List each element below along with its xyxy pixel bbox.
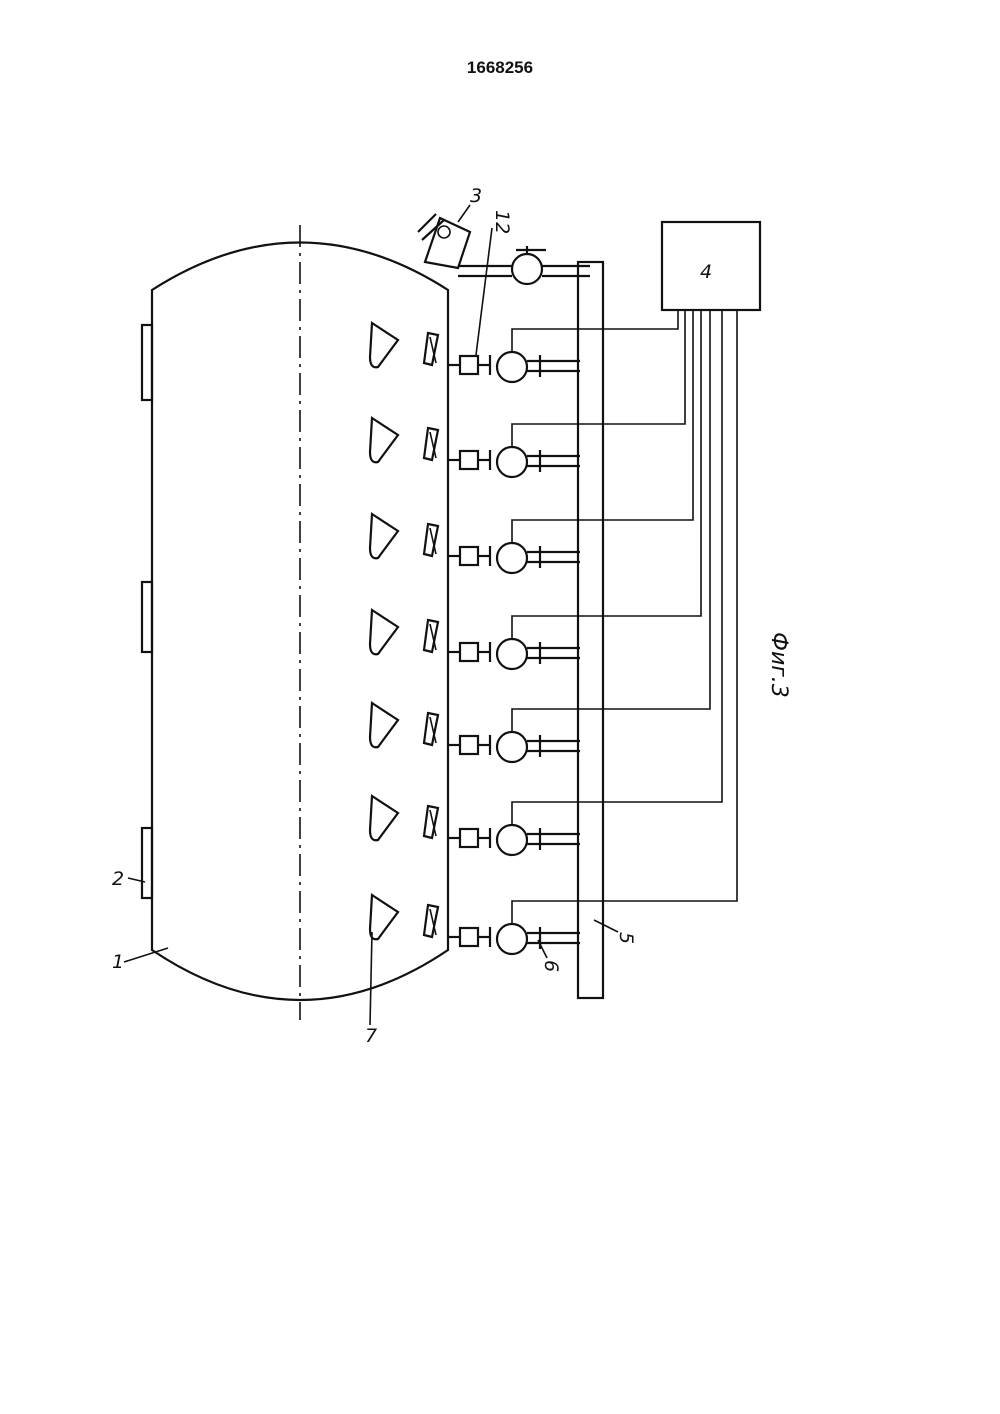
label-12: 12	[491, 210, 513, 234]
sensor-block	[460, 547, 478, 565]
support-2	[142, 582, 152, 652]
nozzle-triangle	[370, 895, 398, 939]
nozzle-triangle	[370, 323, 398, 367]
pump-circle	[497, 639, 527, 669]
label-7: 7	[365, 1025, 377, 1047]
label-5: 5	[615, 932, 637, 944]
pump-circle	[497, 732, 527, 762]
label-2: 2	[112, 868, 124, 890]
sensor-block	[460, 829, 478, 847]
sensor-block	[460, 356, 478, 374]
nozzle-triangle	[370, 610, 398, 654]
sensor-block	[460, 928, 478, 946]
sensor-block	[460, 643, 478, 661]
unit-3	[370, 514, 580, 573]
label-4: 4	[700, 261, 712, 283]
nozzle-triangle	[370, 796, 398, 840]
pump-circle	[497, 447, 527, 477]
pump-circle	[497, 825, 527, 855]
pump-circle	[497, 543, 527, 573]
control-wire-6	[512, 310, 722, 825]
unit-4	[370, 610, 580, 669]
control-wire-5	[512, 310, 710, 732]
label-1: 1	[112, 951, 124, 973]
manifold	[578, 262, 603, 998]
unit-1	[370, 323, 580, 382]
nozzle-triangle	[370, 703, 398, 747]
unit-7	[370, 895, 580, 954]
top-pump	[512, 254, 542, 284]
sensor-block	[460, 736, 478, 754]
pump-circle	[497, 924, 527, 954]
top-valve-3	[418, 214, 470, 268]
unit-6	[370, 796, 580, 855]
unit-2	[370, 418, 580, 477]
pump-circle	[497, 352, 527, 382]
control-wire-1	[512, 310, 678, 352]
support-1	[142, 325, 152, 400]
figure-caption: Фиг.3	[766, 632, 791, 698]
support-3	[142, 828, 152, 898]
unit-5	[370, 703, 580, 762]
sensor-block	[460, 451, 478, 469]
label-3: 3	[470, 185, 482, 207]
control-wire-7	[512, 310, 737, 924]
nozzle-triangle	[370, 514, 398, 558]
control-wire-2	[512, 310, 685, 447]
nozzle-triangle	[370, 418, 398, 462]
label-6: 6	[540, 960, 562, 972]
